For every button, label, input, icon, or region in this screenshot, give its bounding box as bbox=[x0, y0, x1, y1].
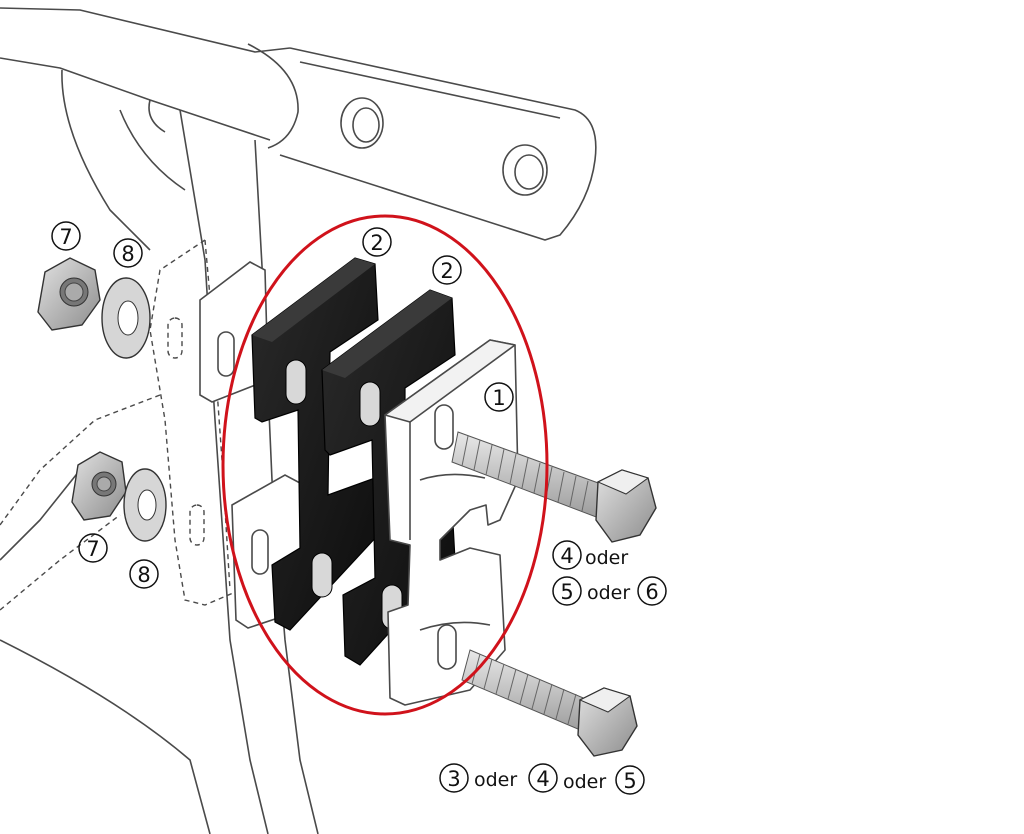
washer-top bbox=[101, 277, 151, 359]
callout-8-top: 8 bbox=[121, 242, 134, 266]
highlight-ellipse bbox=[221, 214, 549, 716]
callout-1: 1 bbox=[492, 386, 505, 410]
callout-7-top: 7 bbox=[59, 225, 72, 249]
callout-4-b: 4 bbox=[536, 767, 549, 791]
hidden-bracket-dashed bbox=[0, 239, 241, 611]
word-oder-1: oder bbox=[585, 547, 628, 569]
callout-3-b: 3 bbox=[447, 767, 460, 791]
word-oder-4: oder bbox=[563, 771, 606, 793]
clamp-bracket bbox=[384, 339, 519, 706]
nut-bottom bbox=[71, 451, 127, 521]
word-oder-2: oder bbox=[587, 582, 630, 604]
nut-top bbox=[37, 257, 101, 331]
callout-8-bottom: 8 bbox=[137, 563, 150, 587]
washer-bottom bbox=[123, 468, 167, 542]
callout-5-b: 5 bbox=[623, 769, 636, 793]
callout-6-a: 6 bbox=[645, 580, 658, 604]
spacer-left bbox=[251, 257, 379, 631]
callout-5-a: 5 bbox=[560, 580, 573, 604]
callout-2-left: 2 bbox=[370, 231, 383, 255]
callout-7-bottom: 7 bbox=[86, 537, 99, 561]
bolt-lower bbox=[461, 649, 638, 757]
callout-2-right: 2 bbox=[440, 259, 453, 283]
word-oder-3: oder bbox=[474, 769, 517, 791]
callouts bbox=[51, 221, 667, 795]
callout-4-a: 4 bbox=[560, 544, 573, 568]
